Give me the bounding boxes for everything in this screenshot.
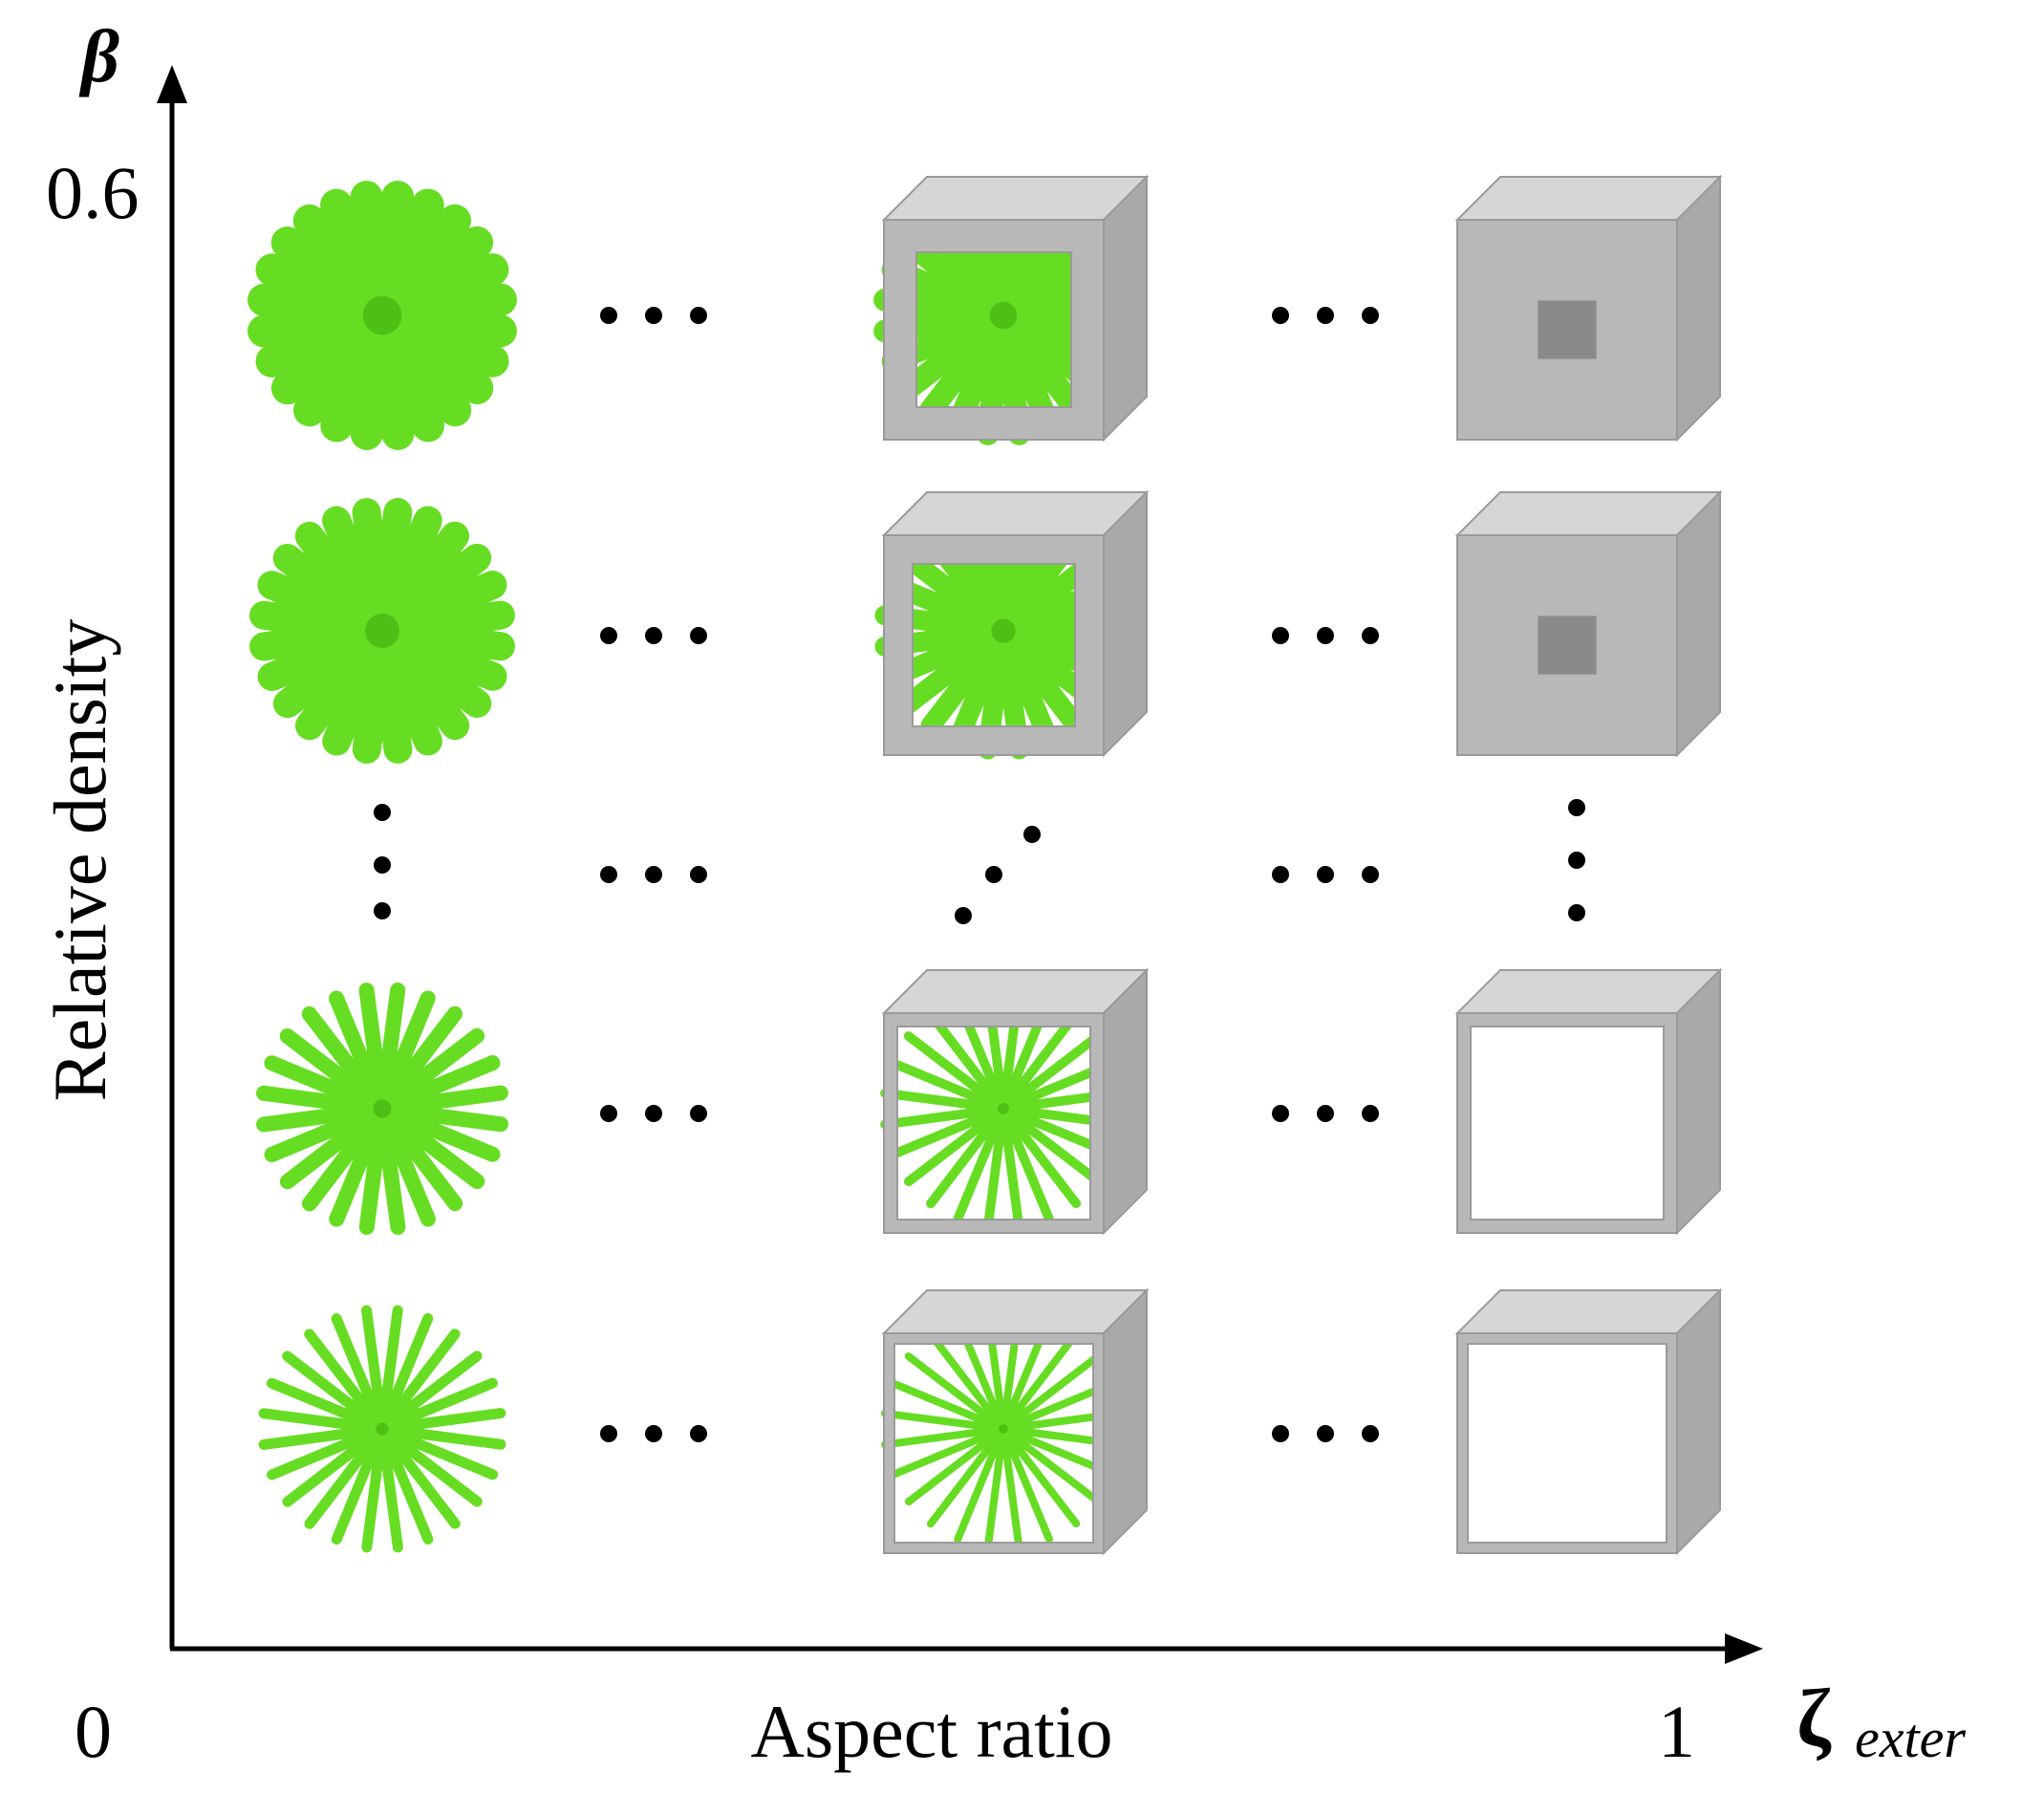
ellipsis-dots xyxy=(374,307,1585,1442)
ellipsis-dot xyxy=(645,866,662,883)
ellipsis-dot xyxy=(1568,852,1585,869)
ellipsis-dot xyxy=(600,1105,617,1122)
strut-node xyxy=(991,618,1016,643)
ellipsis-dot xyxy=(690,1425,707,1442)
ellipsis-dot xyxy=(1568,904,1585,921)
ellipsis-dot xyxy=(1362,307,1379,324)
ellipsis-dot xyxy=(1362,1105,1379,1122)
ellipsis-dot xyxy=(1272,866,1289,883)
ellipsis-dot xyxy=(1362,627,1379,644)
ellipsis-dot xyxy=(1272,1425,1289,1442)
cell-hybrid-frame xyxy=(880,967,1150,1236)
strut-node xyxy=(365,614,399,648)
ellipsis-dot xyxy=(690,866,707,883)
x-axis-symbol: ζ exter xyxy=(1797,1672,1966,1769)
frame-side-face xyxy=(1676,1287,1721,1556)
ellipsis-dot xyxy=(690,307,707,324)
cell-hybrid-frame xyxy=(873,174,1150,445)
strut-node xyxy=(362,295,402,335)
frame-side-face xyxy=(1103,1287,1148,1556)
y-axis-arrow xyxy=(157,65,187,103)
frame-front-face xyxy=(883,219,1105,441)
ellipsis-dot xyxy=(1272,627,1289,644)
ellipsis-dot xyxy=(1023,826,1041,843)
frame-top-face xyxy=(881,176,1150,221)
frame-side-face xyxy=(1676,174,1721,443)
cell-gray-frame xyxy=(1454,1287,1723,1556)
frame-side-face xyxy=(1676,967,1721,1236)
x-axis-symbol-sub: exter xyxy=(1855,1707,1966,1769)
ellipsis-dot xyxy=(690,1105,707,1122)
ellipsis-dot xyxy=(1317,627,1334,644)
ellipsis-dot xyxy=(1272,307,1289,324)
ellipsis-dot xyxy=(600,627,617,644)
ellipsis-dot xyxy=(1317,1105,1334,1122)
strut-node xyxy=(998,1103,1009,1114)
cell-green-lattice xyxy=(249,498,515,764)
strut-node xyxy=(373,1099,392,1118)
ellipsis-dot xyxy=(955,907,972,924)
ellipsis-dot xyxy=(1568,799,1585,816)
cell-hybrid-frame xyxy=(874,489,1150,760)
ellipsis-dot xyxy=(645,1425,662,1442)
frame-top-face xyxy=(1454,491,1723,536)
ellipsis-dot xyxy=(374,804,391,821)
frame-side-face xyxy=(1103,174,1148,443)
frame-front-face xyxy=(883,534,1105,756)
ellipsis-dot xyxy=(1317,866,1334,883)
cell-hybrid-frame xyxy=(881,1287,1150,1556)
x-axis-symbol-main: ζ xyxy=(1797,1672,1832,1763)
cell-gray-frame xyxy=(1454,489,1723,758)
frame-front-face xyxy=(883,1012,1105,1234)
cell-gray-frame xyxy=(1454,967,1723,1236)
cell-green-lattice xyxy=(256,983,508,1235)
ellipsis-dot xyxy=(600,307,617,324)
ellipsis-dot xyxy=(985,866,1002,883)
x-axis-arrow xyxy=(1725,1633,1763,1664)
ellipsis-dot xyxy=(645,307,662,324)
cell-green-lattice xyxy=(247,181,517,450)
frame-side-face xyxy=(1676,489,1721,758)
ellipsis-dot xyxy=(1362,866,1379,883)
frame-side-face xyxy=(1103,967,1148,1236)
strut-node xyxy=(376,1422,389,1436)
strut-node xyxy=(999,1424,1008,1434)
ellipsis-dot xyxy=(1317,1425,1334,1442)
frame-top-face xyxy=(1454,1289,1723,1334)
ellipsis-dot xyxy=(1272,1105,1289,1122)
strut-node xyxy=(989,301,1018,330)
x-tick-end: 1 xyxy=(1658,1690,1695,1773)
frame-top-face xyxy=(881,491,1150,536)
frame-top-face xyxy=(881,969,1150,1014)
lattice-cell-grid xyxy=(247,174,1723,1556)
ellipsis-dot xyxy=(600,866,617,883)
frame-top-face xyxy=(1454,176,1723,221)
ellipsis-dot xyxy=(690,627,707,644)
ellipsis-dot xyxy=(645,627,662,644)
ellipsis-dot xyxy=(374,856,391,874)
frame-window-shadow xyxy=(1538,301,1596,358)
x-origin-label: 0 xyxy=(75,1690,112,1773)
y-tick-top: 0.6 xyxy=(46,151,140,234)
frame-window-shadow xyxy=(1538,616,1596,674)
frame-front-face xyxy=(1456,1012,1678,1234)
x-axis-label: Aspect ratio xyxy=(750,1690,1112,1773)
ellipsis-dot xyxy=(1317,307,1334,324)
frame-top-face xyxy=(1454,969,1723,1014)
y-axis-label: Relative density xyxy=(38,619,121,1102)
cell-gray-frame xyxy=(1454,174,1723,443)
frame-top-face xyxy=(881,1289,1150,1334)
frame-side-face xyxy=(1103,489,1148,758)
ellipsis-dot xyxy=(374,902,391,919)
frame-front-face xyxy=(1456,1332,1678,1554)
y-axis-symbol: β xyxy=(78,14,119,97)
ellipsis-dot xyxy=(1362,1425,1379,1442)
frame-front-face xyxy=(883,1332,1105,1554)
cell-green-lattice xyxy=(258,1305,506,1553)
ellipsis-dot xyxy=(600,1425,617,1442)
ellipsis-dot xyxy=(645,1105,662,1122)
